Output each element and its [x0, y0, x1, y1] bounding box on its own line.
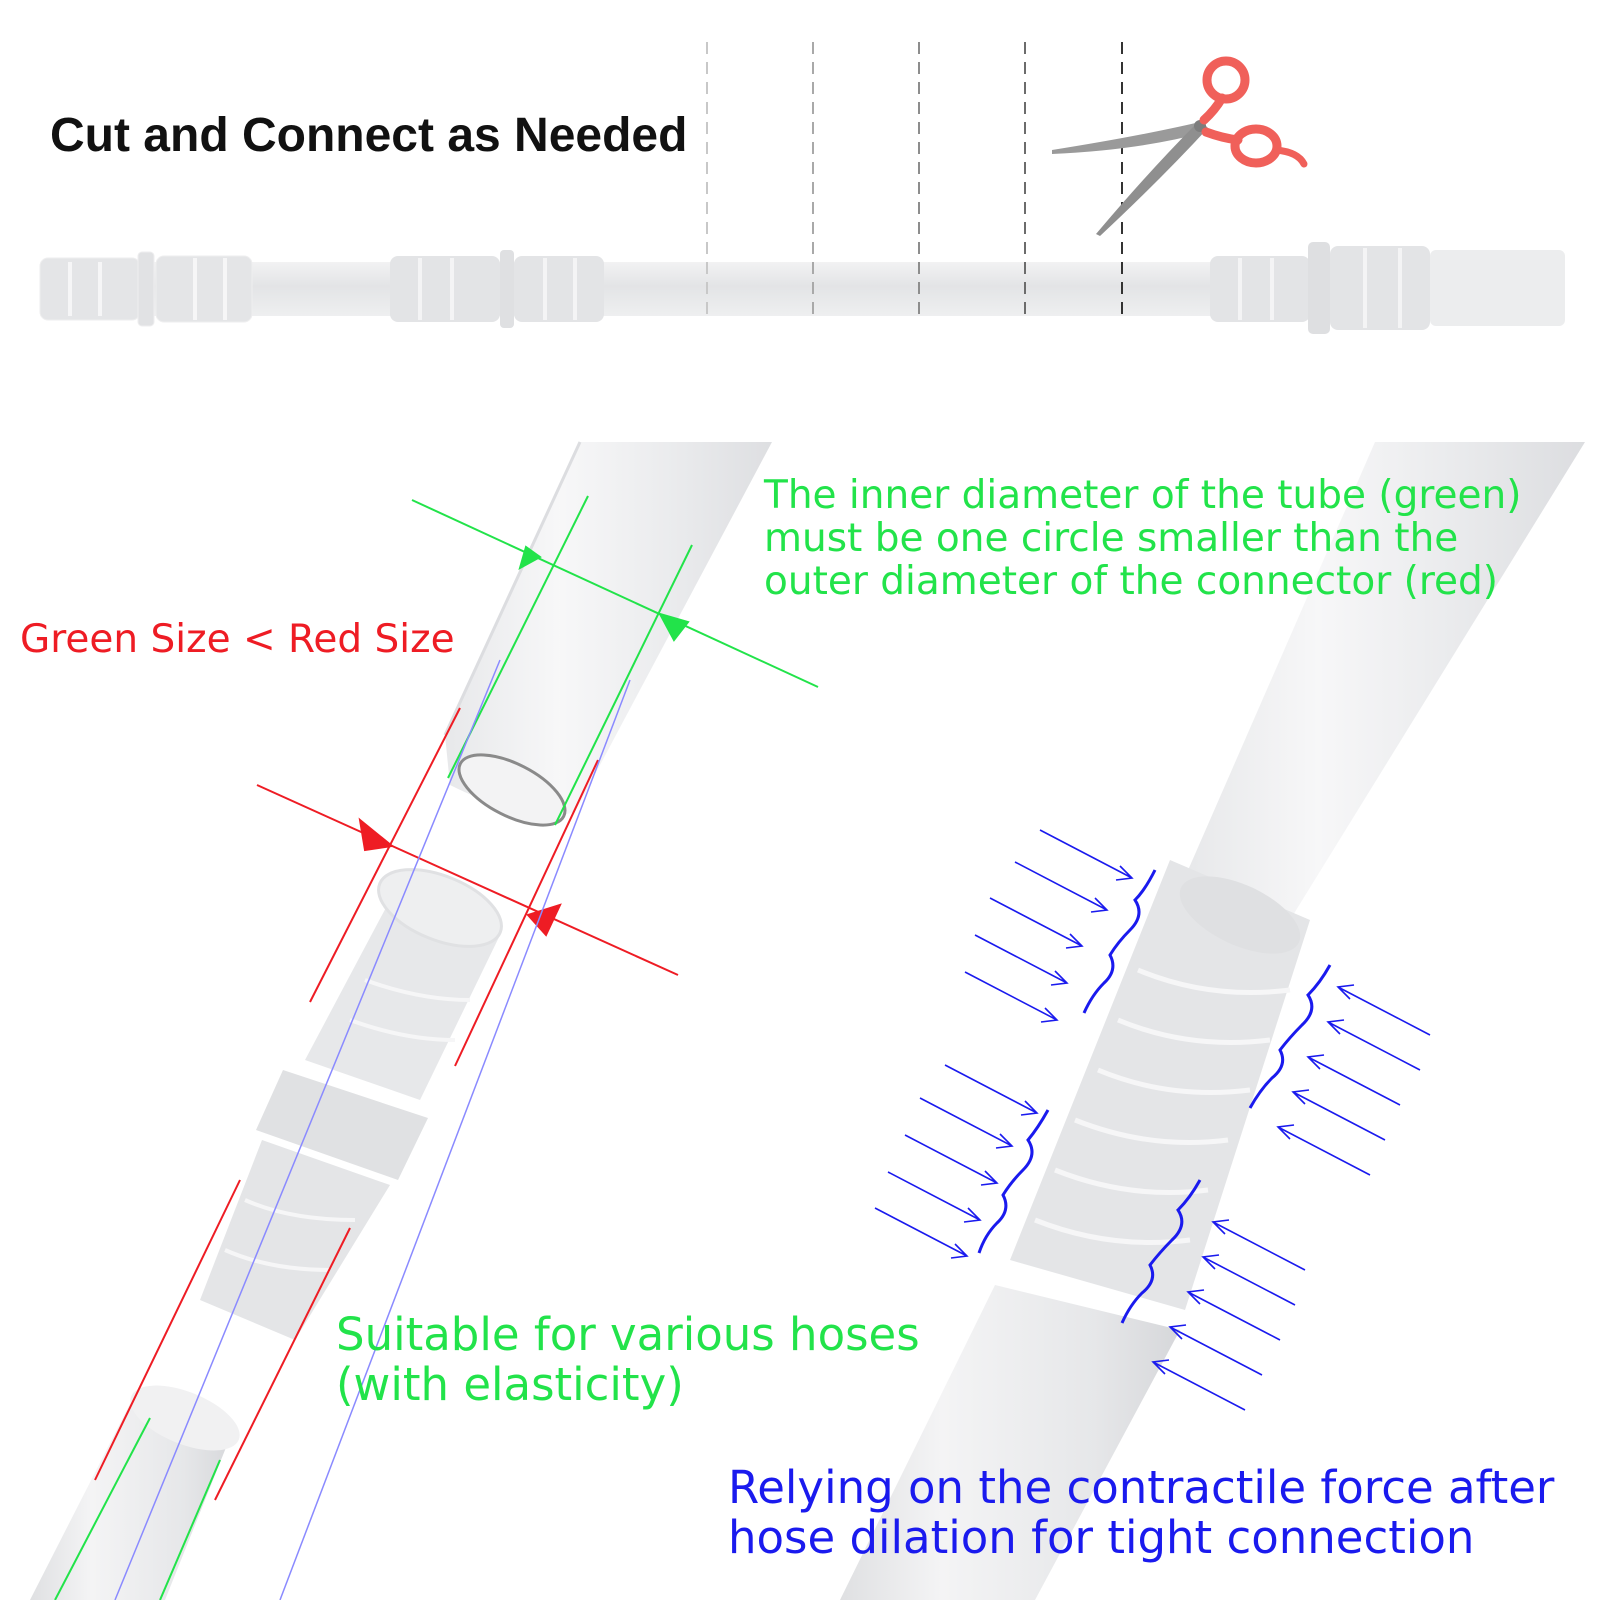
right-connector [1210, 242, 1565, 334]
cut-lines [706, 42, 1123, 318]
horizontal-hose-assembly [39, 42, 1565, 334]
tube-diameter-note-line: outer diameter of the connector (red) [764, 559, 1498, 604]
contractile-force-note: Relying on the contractile force after h… [728, 1463, 1554, 1563]
assembled-view [840, 442, 1585, 1600]
hose-suitability-note-line: Suitable for various hoses [336, 1308, 920, 1361]
tube-diameter-note-line: The inner diameter of the tube (green) [764, 473, 1522, 518]
lower-tube [30, 1385, 240, 1600]
green-dimension [54, 495, 819, 1600]
left-connector [39, 251, 253, 327]
upper-tube [443, 441, 772, 827]
hose-suitability-note: Suitable for various hoses (with elastic… [336, 1310, 920, 1410]
tube-diameter-note-line: must be one circle smaller than the [764, 516, 1459, 561]
blue-guides [114, 659, 631, 1600]
squeeze-waves [977, 869, 1332, 1324]
middle-connector [390, 250, 604, 328]
size-comparison-note: Green Size < Red Size [20, 617, 455, 662]
page-title: Cut and Connect as Needed [50, 109, 688, 162]
barb-ridges [1034, 967, 1291, 1245]
red-dimension [94, 707, 679, 1501]
scissors-icon [1052, 56, 1308, 236]
contractile-force-note-line: hose dilation for tight connection [728, 1511, 1475, 1564]
tube-diameter-note: The inner diameter of the tube (green) m… [764, 474, 1521, 603]
contractile-force-note-line: Relying on the contractile force after [728, 1461, 1555, 1514]
hose-suitability-note-line: (with elasticity) [336, 1358, 684, 1411]
force-arrows [874, 829, 1431, 1411]
connector-exploded [200, 868, 503, 1340]
exploded-view [30, 441, 819, 1600]
